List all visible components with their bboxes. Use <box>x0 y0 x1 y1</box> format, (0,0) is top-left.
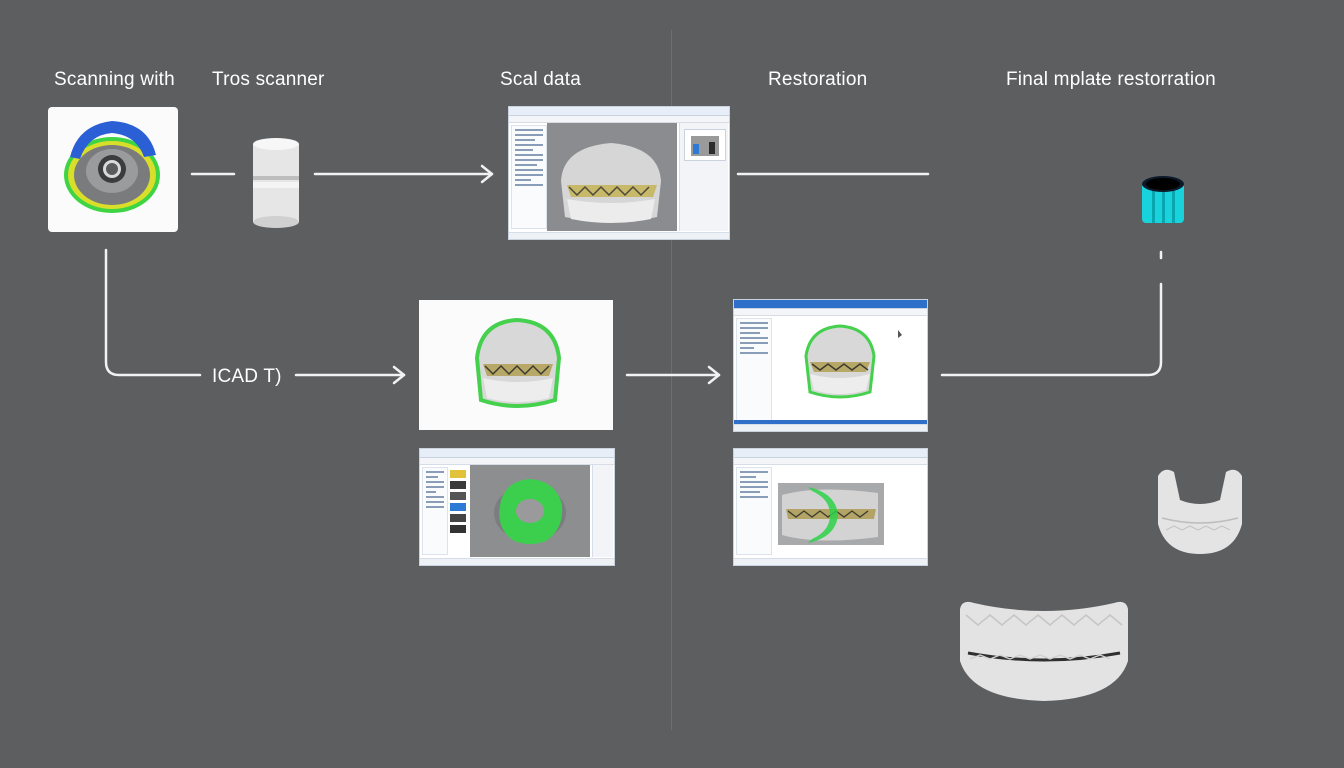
implant-cylinder-icon <box>1140 173 1186 227</box>
green-outlined-teeth-icon <box>474 317 562 408</box>
cursor-icon <box>898 330 902 338</box>
crown-overlay-icon <box>778 483 884 545</box>
preview-thumbnail-icon <box>691 136 719 156</box>
arrow-head-cad <box>392 365 406 385</box>
label-cad: ICAD T) <box>212 366 282 387</box>
arrow-head-scan-data <box>480 164 494 184</box>
arrow-head-restoration <box>707 365 721 385</box>
restoration-teeth-icon <box>804 324 902 399</box>
restoration-detail-window[interactable] <box>733 448 928 566</box>
intraoral-scan-icon <box>64 121 160 213</box>
label-restoration: Restoration <box>768 69 868 90</box>
label-final-restoration: Final mplaŧe restorration <box>1006 69 1216 90</box>
arch-model-large-icon <box>956 597 1132 703</box>
label-scanning-with: Scanning with <box>54 69 175 90</box>
arch-model-small-icon <box>1154 466 1246 556</box>
connector-up-to-final <box>940 282 1163 377</box>
scan-thumbnail-tile[interactable] <box>48 107 178 232</box>
teeth-model-icon <box>561 143 661 223</box>
green-mesh-arch-icon <box>494 479 566 544</box>
label-scan-data: Scal data <box>500 69 582 90</box>
scan-data-window[interactable] <box>508 106 730 240</box>
restoration-window[interactable] <box>733 299 928 432</box>
scanner-cylinder-icon <box>251 136 301 228</box>
column-divider <box>671 30 672 730</box>
cad-model-view[interactable] <box>419 300 613 430</box>
label-scanner: Tros scanner <box>212 69 325 90</box>
cad-software-window[interactable] <box>419 448 615 566</box>
connector-down-to-cad <box>104 248 202 377</box>
